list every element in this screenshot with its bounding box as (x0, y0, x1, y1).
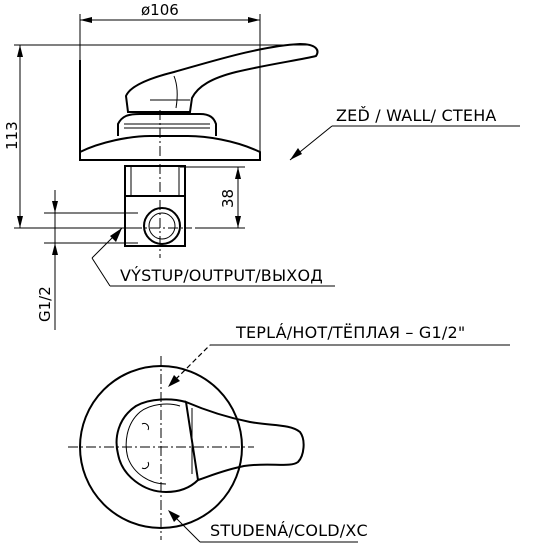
wall-callout: ZEĎ / WALL/ СТЕНА (289, 106, 520, 161)
thread-label: G1/2 (36, 286, 54, 322)
height-label: 113 (3, 121, 21, 150)
cold-callout: STUDENÁ/COLD/ХС (168, 510, 368, 543)
front-view: TEPLÁ/HOT/ТЁПЛАЯ – G1/2" STUDENÁ/COLD/ХС (68, 323, 510, 543)
height-dimension: 113 (3, 44, 310, 229)
diameter-label: ø106 (141, 1, 179, 19)
thread-dimension: G1/2 (36, 190, 125, 330)
depth-dimension: 38 (180, 166, 245, 229)
valve-body (117, 113, 217, 136)
lever-handle-front (184, 400, 305, 482)
diameter-dimension: ø106 (79, 1, 261, 152)
side-view: ø106 113 38 G1/2 (3, 1, 520, 330)
lever-handle (124, 42, 319, 113)
cover-plate (79, 135, 261, 161)
lever-hub (115, 398, 199, 494)
output-callout: VÝSTUP/OUTPUT/ВЫХОД (91, 227, 335, 287)
rough-in-body (124, 165, 186, 197)
output-label: VÝSTUP/OUTPUT/ВЫХОД (120, 266, 323, 285)
depth-label: 38 (219, 189, 237, 208)
wall-label: ZEĎ / WALL/ СТЕНА (336, 106, 497, 125)
output-connector (124, 196, 186, 247)
hot-callout: TEPLÁ/HOT/ТЁПЛАЯ – G1/2" (168, 323, 510, 387)
hot-label: TEPLÁ/HOT/ТЁПЛАЯ – G1/2" (235, 323, 465, 342)
cold-label: STUDENÁ/COLD/ХС (210, 521, 368, 540)
